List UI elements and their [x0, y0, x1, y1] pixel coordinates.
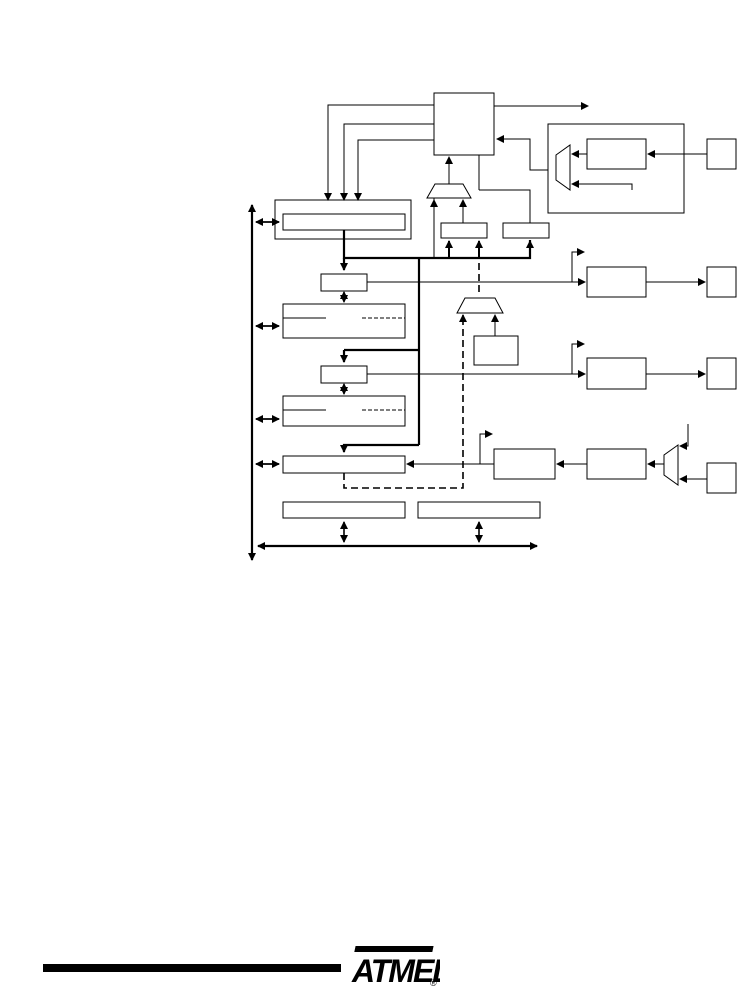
clock-select-frame — [547, 123, 685, 214]
waveform-a-flag — [571, 248, 585, 282]
compare-b-comparator — [320, 365, 368, 384]
capture-edge-block — [493, 448, 556, 480]
input-select-mux — [663, 444, 679, 486]
control-signal-line-3 — [354, 139, 434, 201]
counter-value-path — [342, 230, 532, 260]
counter-register-inner — [282, 213, 406, 231]
mux-aux-input — [571, 180, 633, 190]
output-pin-b — [706, 357, 737, 390]
edge-detector-block — [473, 335, 519, 366]
capture-register — [282, 455, 406, 474]
waveform-generator-b — [586, 357, 647, 390]
compare-a-comparator — [320, 273, 368, 292]
capture-dashed-path — [343, 317, 464, 489]
waveform-b-flag — [571, 340, 585, 374]
svg-text:ATMEL: ATMEL — [351, 953, 440, 988]
control-signal-line-2 — [340, 123, 434, 201]
lower-register-left — [282, 501, 406, 519]
control-logic-block — [433, 92, 495, 156]
control-feedback-line — [496, 135, 548, 171]
svg-text:®: ® — [430, 978, 437, 988]
lower-register-right — [417, 501, 541, 519]
clock-source-pin — [706, 138, 737, 170]
noise-canceler-block — [586, 448, 647, 480]
clock-select-mux — [555, 144, 571, 191]
output-pin-a — [706, 266, 737, 298]
atmel-logo: ATMEL ® — [351, 946, 440, 988]
capture-multiplexer — [456, 297, 504, 314]
waveform-generator-a — [586, 266, 647, 298]
compare-b-register — [282, 395, 406, 427]
upper-multiplexer — [426, 183, 472, 199]
capture-input-pin — [706, 462, 737, 494]
prescaler-block — [586, 138, 647, 170]
compare-a-register — [282, 303, 406, 339]
control-signal-line-1 — [324, 104, 434, 201]
bottom-value-register — [502, 222, 550, 239]
capture-flag — [479, 430, 493, 464]
footer-rule — [43, 964, 341, 972]
top-value-register — [440, 222, 488, 239]
